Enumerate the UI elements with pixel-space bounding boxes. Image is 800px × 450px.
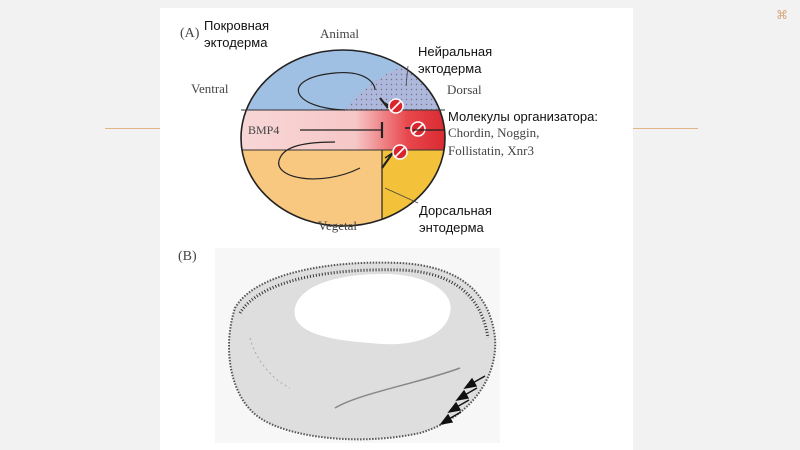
epidermis-annotation-line-1: Покровная <box>204 18 269 33</box>
organizer-annotation: Молекулы организатора: <box>448 109 598 124</box>
panel-a-label: (A) <box>180 26 200 41</box>
lower-curve-arrow <box>278 141 361 180</box>
micrograph-arrows <box>439 375 486 426</box>
inhibitor-icon-top <box>388 98 404 114</box>
upper-curve-arrow <box>298 71 376 111</box>
corner-mark-icon: ⌘ <box>776 8 788 22</box>
blastocoel-cavity <box>294 273 451 345</box>
inhibitor-icon-bottom <box>392 144 408 160</box>
bmp4-label: BMP4 <box>248 123 279 137</box>
dorsal-endoderm-annotation-line-1: Дорсальная <box>419 203 492 218</box>
figure-panel: (A) Animal Ventral Dorsal Vegetal BMP4 C… <box>160 8 633 450</box>
vegetal-label: Vegetal <box>318 218 357 233</box>
animal-label: Animal <box>320 26 359 41</box>
neural-annotation-line-2: эктодерма <box>418 61 482 76</box>
figure-svg: (A) Animal Ventral Dorsal Vegetal BMP4 C… <box>178 18 598 443</box>
decorative-line-left <box>105 128 165 129</box>
dorsal-label: Dorsal <box>447 82 482 97</box>
neural-annotation-line-1: Нейральная <box>418 44 492 59</box>
decorative-line-right <box>628 128 698 129</box>
ventral-label: Ventral <box>191 81 229 96</box>
inhibitor-icon-middle <box>410 121 426 137</box>
molecules-line-2: Follistatin, Xnr3 <box>448 143 534 158</box>
egg-outline <box>240 49 446 227</box>
epidermis-annotation-line-2: эктодерма <box>204 35 268 50</box>
molecules-line-1: Chordin, Noggin, <box>448 125 539 140</box>
dorsal-endoderm-annotation-line-2: энтодерма <box>419 220 485 235</box>
panel-b-label: (B) <box>178 249 197 264</box>
